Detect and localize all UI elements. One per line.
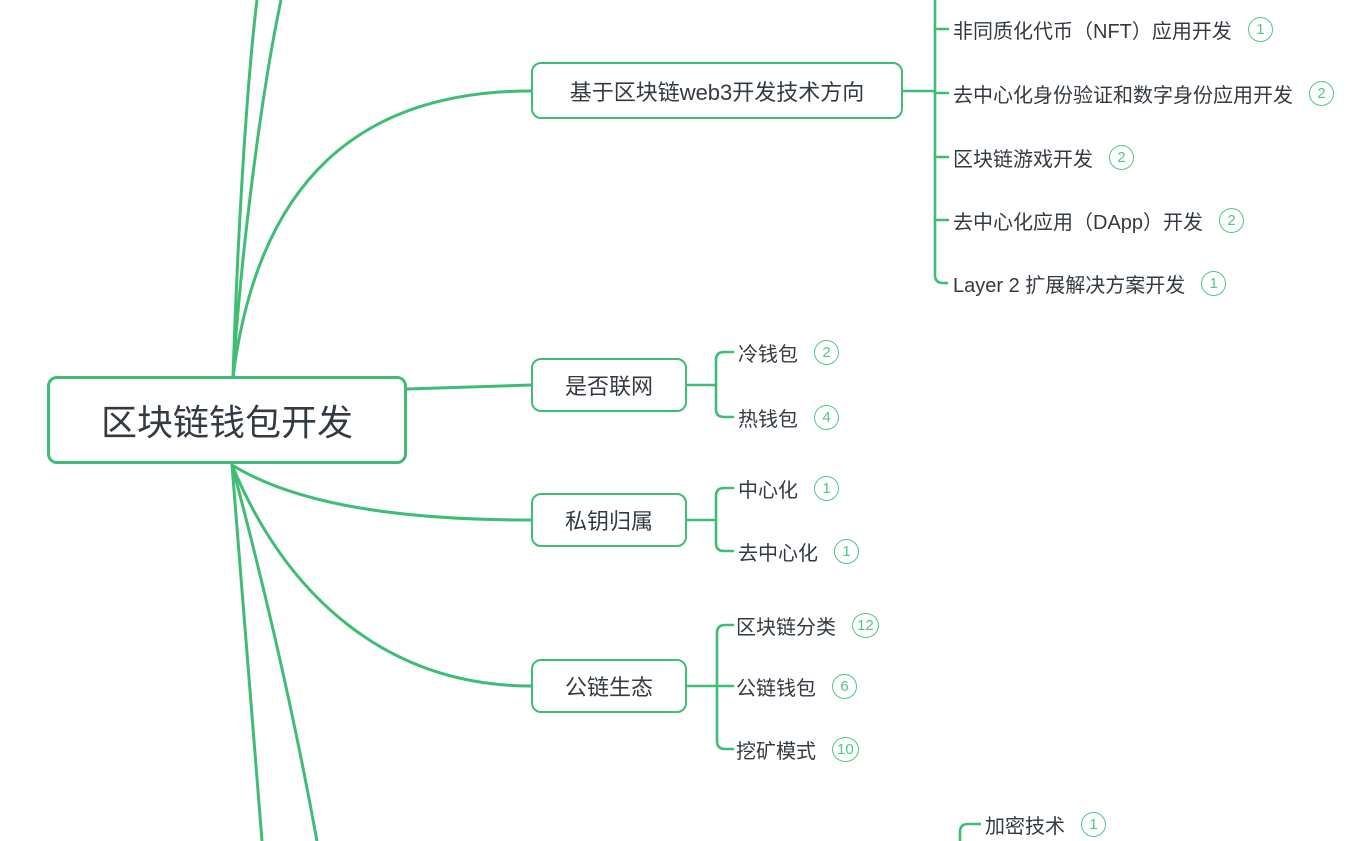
leaf-cold-wallet[interactable]: 冷钱包 2: [738, 338, 839, 366]
connector-root-offscreen-bottom-1: [230, 464, 264, 841]
leaf-label: 加密技术: [985, 815, 1065, 838]
child-count-badge[interactable]: 1: [1247, 16, 1273, 42]
connector-root-to-chain: [230, 463, 533, 688]
connector-root-offscreen-bottom-2: [230, 464, 319, 841]
leaf-hot-wallet[interactable]: 热钱包 4: [738, 403, 839, 431]
child-count-badge[interactable]: 6: [832, 673, 857, 699]
leaf-nft-app-dev[interactable]: 非同质化代币（NFT）应用开发 1: [953, 15, 1273, 43]
child-count-badge[interactable]: 1: [834, 538, 859, 564]
leaf-label: Layer 2 扩展解决方案开发: [953, 274, 1186, 297]
leaf-decentralized-identity[interactable]: 去中心化身份验证和数字身份应用开发 2: [953, 79, 1334, 107]
leaf-label: 公链钱包: [736, 677, 816, 700]
connector-root-offscreen-top-1: [231, 0, 259, 378]
chain-branch-trunk: [715, 623, 735, 751]
connector-root-offscreen-top-2: [231, 0, 283, 378]
leaf-label: 冷钱包: [738, 343, 798, 366]
leaf-label: 非同质化代币（NFT）应用开发: [953, 20, 1232, 43]
child-count-badge[interactable]: 4: [814, 404, 839, 430]
online-branch-trunk: [714, 350, 735, 419]
child-count-badge[interactable]: 2: [1219, 207, 1245, 233]
child-count-badge[interactable]: 1: [1081, 811, 1106, 837]
branch-key-topic[interactable]: 私钥归属: [531, 493, 687, 547]
branch-online-label: 是否联网: [564, 374, 653, 399]
offscreen-branch-trunk: [958, 822, 981, 841]
leaf-blockchain-classification[interactable]: 区块链分类 12: [736, 611, 879, 639]
leaf-dapp-dev[interactable]: 去中心化应用（DApp）开发 2: [953, 206, 1245, 234]
leaf-label: 区块链分类: [736, 616, 836, 639]
leaf-label: 去中心化: [738, 542, 818, 565]
branch-key-label: 私钥归属: [564, 509, 653, 534]
branch-web3-topic[interactable]: 基于区块链web3开发技术方向: [531, 62, 903, 119]
leaf-encryption-tech[interactable]: 加密技术 1: [985, 810, 1106, 838]
leaf-public-chain-wallet[interactable]: 公链钱包 6: [736, 672, 857, 700]
branch-web3-label: 基于区块链web3开发技术方向: [569, 79, 865, 105]
web3-branch-trunk: [933, 0, 948, 285]
root-topic-label: 区块链钱包开发: [100, 402, 353, 443]
leaf-label: 热钱包: [738, 408, 798, 431]
leaf-centralized[interactable]: 中心化 1: [738, 474, 839, 502]
child-count-badge[interactable]: 2: [1109, 144, 1134, 170]
connector-root-to-key: [230, 463, 533, 522]
leaf-label: 中心化: [738, 479, 798, 502]
child-count-badge[interactable]: 2: [1309, 80, 1334, 106]
child-count-badge[interactable]: 2: [814, 339, 839, 365]
child-count-badge[interactable]: 1: [814, 475, 839, 501]
branch-chain-topic[interactable]: 公链生态: [531, 659, 687, 713]
key-branch-trunk: [714, 486, 735, 553]
child-count-badge[interactable]: 1: [1201, 270, 1227, 296]
root-topic[interactable]: 区块链钱包开发: [47, 376, 407, 464]
leaf-mining-mode[interactable]: 挖矿模式 10: [736, 735, 859, 763]
branch-online-topic[interactable]: 是否联网: [531, 358, 687, 412]
leaf-decentralized[interactable]: 去中心化 1: [738, 537, 859, 565]
leaf-blockchain-game-dev[interactable]: 区块链游戏开发 2: [953, 143, 1134, 171]
leaf-label: 挖矿模式: [736, 740, 816, 763]
leaf-layer2-dev[interactable]: Layer 2 扩展解决方案开发 1: [953, 269, 1227, 297]
child-count-badge[interactable]: 10: [832, 736, 859, 762]
leaf-label: 去中心化身份验证和数字身份应用开发: [953, 84, 1293, 107]
connector-root-to-online: [405, 383, 533, 391]
leaf-label: 区块链游戏开发: [953, 148, 1093, 171]
connector-root-to-web3: [231, 89, 533, 379]
leaf-label: 去中心化应用（DApp）开发: [953, 211, 1204, 234]
child-count-badge[interactable]: 12: [852, 612, 879, 638]
branch-chain-label: 公链生态: [564, 675, 653, 700]
